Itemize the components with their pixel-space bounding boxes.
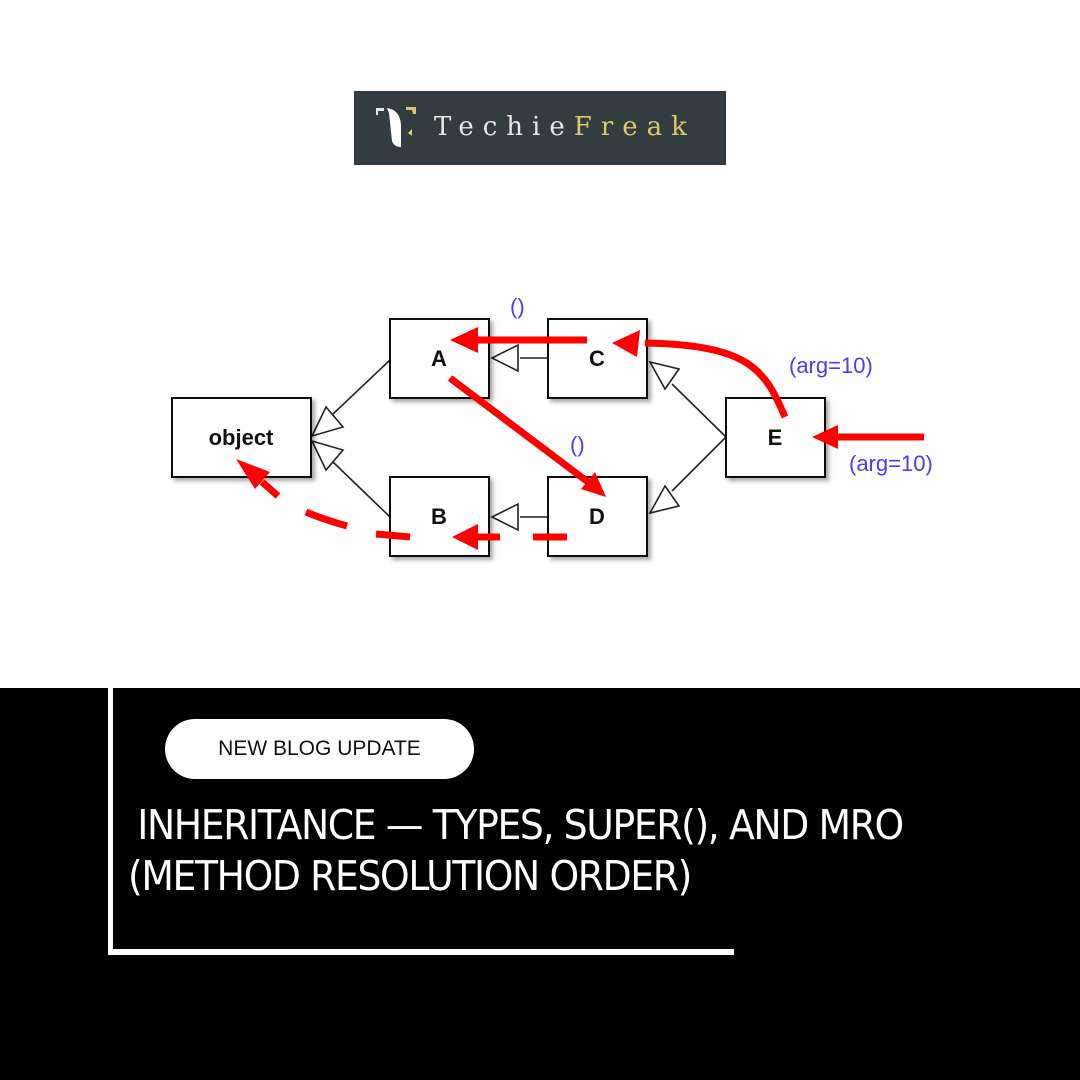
class-box-c: C	[547, 318, 648, 399]
mro-diagram: object A B C D E (ar	[171, 294, 933, 557]
label-c-to-a: ()	[510, 294, 525, 319]
class-label-a: A	[431, 346, 447, 371]
logo-wordmark: TechieFreak	[434, 109, 696, 145]
call-arrow-a-to-d	[447, 375, 591, 485]
call-labels: (arg=10) (arg=10) () ()	[510, 294, 933, 476]
call-arrow-e-to-c	[644, 339, 789, 419]
blog-title-line-2: (METHOD RESOLUTION ORDER)	[128, 852, 692, 900]
mro-call-path	[259, 336, 924, 541]
inheritance-arrowheads	[310, 343, 681, 532]
frame-vertical-line	[108, 688, 113, 955]
call-arrow-b-dash-1	[375, 530, 411, 541]
class-box-object: object	[171, 397, 312, 478]
blog-title: INHERITANCE — TYPES, SUPER(), AND MRO (M…	[128, 800, 993, 902]
class-label-object: object	[209, 425, 274, 450]
label-e-to-c: (arg=10)	[789, 353, 873, 378]
class-box-b: B	[389, 476, 490, 557]
class-label-b: B	[431, 504, 447, 529]
logo-text-freak: Freak	[573, 112, 696, 142]
call-arrowheads	[236, 327, 838, 550]
label-a-to-d: ()	[570, 432, 585, 457]
inheritance-edges	[332, 357, 727, 518]
class-label-d: D	[589, 504, 605, 529]
frame-horizontal-line	[108, 949, 734, 955]
blog-title-line-1: INHERITANCE — TYPES, SUPER(), AND MRO	[137, 801, 904, 849]
call-arrow-b-dash-2	[304, 508, 348, 530]
techiefreak-logo: TechieFreak	[354, 91, 726, 165]
class-label-c: C	[589, 346, 605, 371]
logo-text-techie: Techie	[434, 112, 574, 142]
techiefreak-t-mark-icon	[376, 107, 416, 147]
label-call-into-e: (arg=10)	[849, 451, 933, 476]
class-label-e: E	[768, 425, 783, 450]
class-box-e: E	[725, 397, 826, 478]
new-blog-update-badge: NEW BLOG UPDATE	[165, 719, 474, 779]
call-arrow-b-to-object	[259, 479, 281, 499]
